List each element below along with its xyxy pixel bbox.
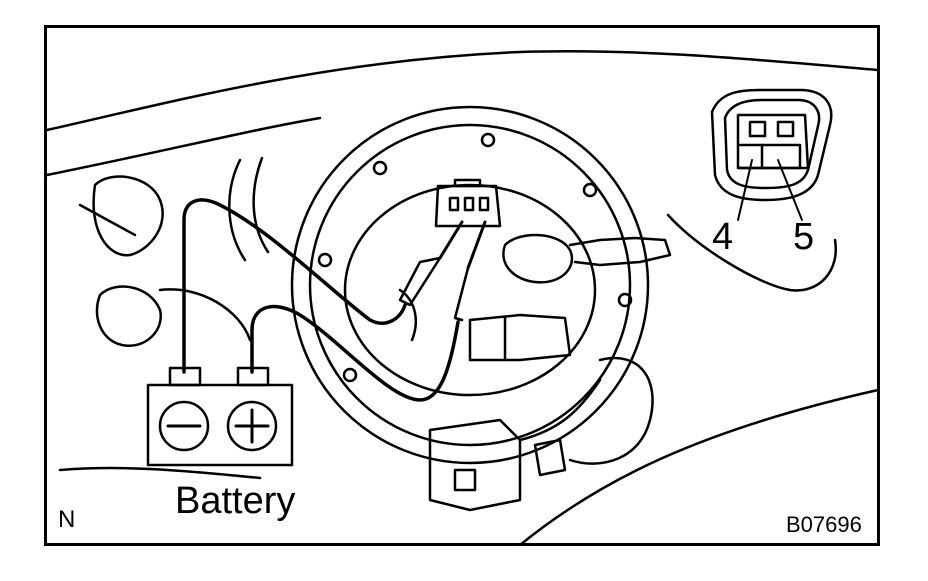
fuel-nipple	[502, 233, 573, 284]
battery-label: Battery	[175, 480, 296, 522]
right-hose	[666, 213, 838, 292]
left-hose-end	[92, 175, 164, 257]
panel-line-lower-right	[518, 388, 880, 547]
connector-face-outer	[710, 88, 833, 202]
housing-inner-ring	[308, 123, 632, 447]
negative-post	[168, 366, 202, 387]
housing-outer-ring	[290, 105, 650, 465]
probe-negative	[398, 256, 442, 307]
pin-4-label: 4	[712, 216, 734, 258]
housing-plate	[343, 183, 597, 397]
panel-line-lower-left	[58, 466, 262, 480]
positive-terminal-icon	[226, 400, 278, 452]
positive-lead-wire	[250, 304, 460, 402]
battery-case	[146, 383, 294, 467]
left-fitting	[95, 285, 163, 348]
positive-post	[236, 366, 270, 387]
housing-connector	[434, 184, 502, 228]
panel-line-top	[45, 49, 880, 132]
corner-mark: N	[58, 506, 76, 533]
negative-terminal-icon	[158, 400, 210, 452]
lower-connector	[468, 313, 572, 362]
pin-5-label: 5	[793, 216, 815, 258]
negative-lead-wire	[182, 198, 407, 374]
figure-id: B07696	[786, 512, 862, 537]
wiring-connector	[428, 418, 522, 512]
panel-line-upper-left	[45, 116, 322, 177]
